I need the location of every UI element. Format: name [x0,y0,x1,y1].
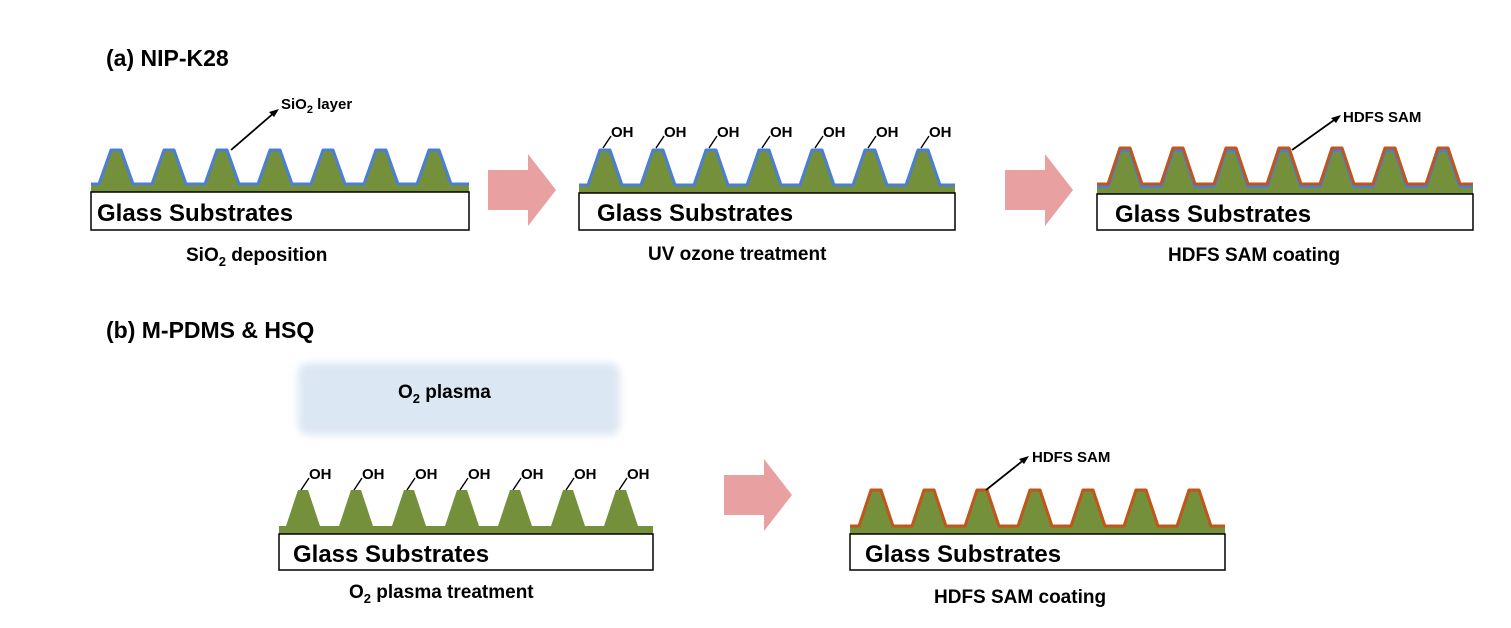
glass-substrate [90,191,470,231]
step-b2-hdfs-coating: Glass Substrates HDFS SAM HDFS SAM coati… [849,449,1226,608]
step-a1-sio2-deposition: Glass Substrates SiO2 layer SiO2 deposit… [90,96,470,269]
film-body [579,150,955,193]
oh-bond [618,477,628,491]
oh-label: OH [823,124,846,141]
hydroxyl-groups: OH OH OH OH OH OH OH [300,466,650,491]
oh-bond [761,135,771,149]
oh-label: OH [664,124,687,141]
hdfs-sam-layer [1097,146,1473,186]
oh-bond [459,477,469,491]
o2-plasma-label: O2 plasma [398,382,491,406]
glass-substrate-label: Glass Substrates [1115,201,1311,228]
oh-label: OH [770,124,793,141]
callout-arrowhead [1331,115,1341,123]
patterned-film [850,488,1225,534]
step-a2-uv-ozone: OH OH OH OH OH OH OH Glass Substrates UV ozone… [578,124,956,265]
surface-layer [1097,148,1473,188]
callout-arrowhead [1019,456,1029,464]
patterned-film [579,148,955,193]
surface-layer [579,148,955,187]
patterned-film [91,148,469,192]
glass-substrate [578,192,956,231]
oh-label: OH [362,466,385,483]
glass-substrate-label: Glass Substrates [597,200,793,227]
sio2-layer-callout: SiO2 layer [281,96,352,116]
step-caption: UV ozone treatment [648,244,827,265]
step-caption: SiO2 deposition [186,245,327,269]
oh-bond [406,477,416,491]
oh-bond [867,135,877,149]
oh-bond [565,477,575,491]
hdfs-sam-callout: HDFS SAM [1343,109,1421,126]
oh-bond [353,477,363,491]
patterned-film [279,490,653,534]
oh-bond [708,135,718,149]
step-a3-hdfs-coating: Glass Substrates HDFS SAM HDFS SAM coati… [1096,109,1474,266]
glass-substrate-label: Glass Substrates [865,541,1061,568]
glass-substrate-label: Glass Substrates [97,200,293,227]
glass-substrate [849,533,1226,571]
panel-a-title: (a) NIP-K28 [106,45,229,71]
film-body [279,490,653,534]
oh-label: OH [468,466,491,483]
glass-substrate [1096,193,1474,231]
oh-label: OH [415,466,438,483]
oh-bond [920,135,930,149]
callout-arrowhead [269,109,279,117]
panel-b-title: (b) M-PDMS & HSQ [106,317,314,343]
oh-bond [814,135,824,149]
hdfs-callout-line [985,458,1026,491]
hydroxyl-groups: OH OH OH OH OH OH OH [602,124,952,149]
oh-label: OH [611,124,634,141]
surface-layer [850,488,1225,528]
oh-bond [512,477,522,491]
oh-label: OH [717,124,740,141]
o2-plasma-cloud: O2 plasma [298,363,620,435]
oh-label: OH [309,466,332,483]
surface-layer [91,148,469,186]
hdfs-sam-callout: HDFS SAM [1032,449,1110,466]
sio2-callout-line [230,111,276,151]
oh-label: OH [574,466,597,483]
oh-bond [300,477,310,491]
glass-substrate [278,533,654,571]
oh-bond [602,135,612,149]
oh-label: OH [627,466,650,483]
process-arrow [724,459,792,531]
hdfs-callout-line [1291,117,1338,151]
step-caption: O2 plasma treatment [349,582,534,606]
step-caption: HDFS SAM coating [1168,245,1340,266]
oh-label: OH [929,124,952,141]
glass-substrate-label: Glass Substrates [293,541,489,568]
process-arrow [488,154,556,226]
process-arrow [1005,154,1073,226]
step-caption: HDFS SAM coating [934,587,1106,608]
oh-bond [655,135,665,149]
patterned-film [1097,146,1473,194]
film-body [91,150,469,192]
film-body [1097,150,1473,194]
oh-label: OH [876,124,899,141]
oh-label: OH [521,466,544,483]
step-b1-o2-plasma: OH OH OH OH OH OH OH Glass Substrates O2 plasm… [278,466,654,606]
